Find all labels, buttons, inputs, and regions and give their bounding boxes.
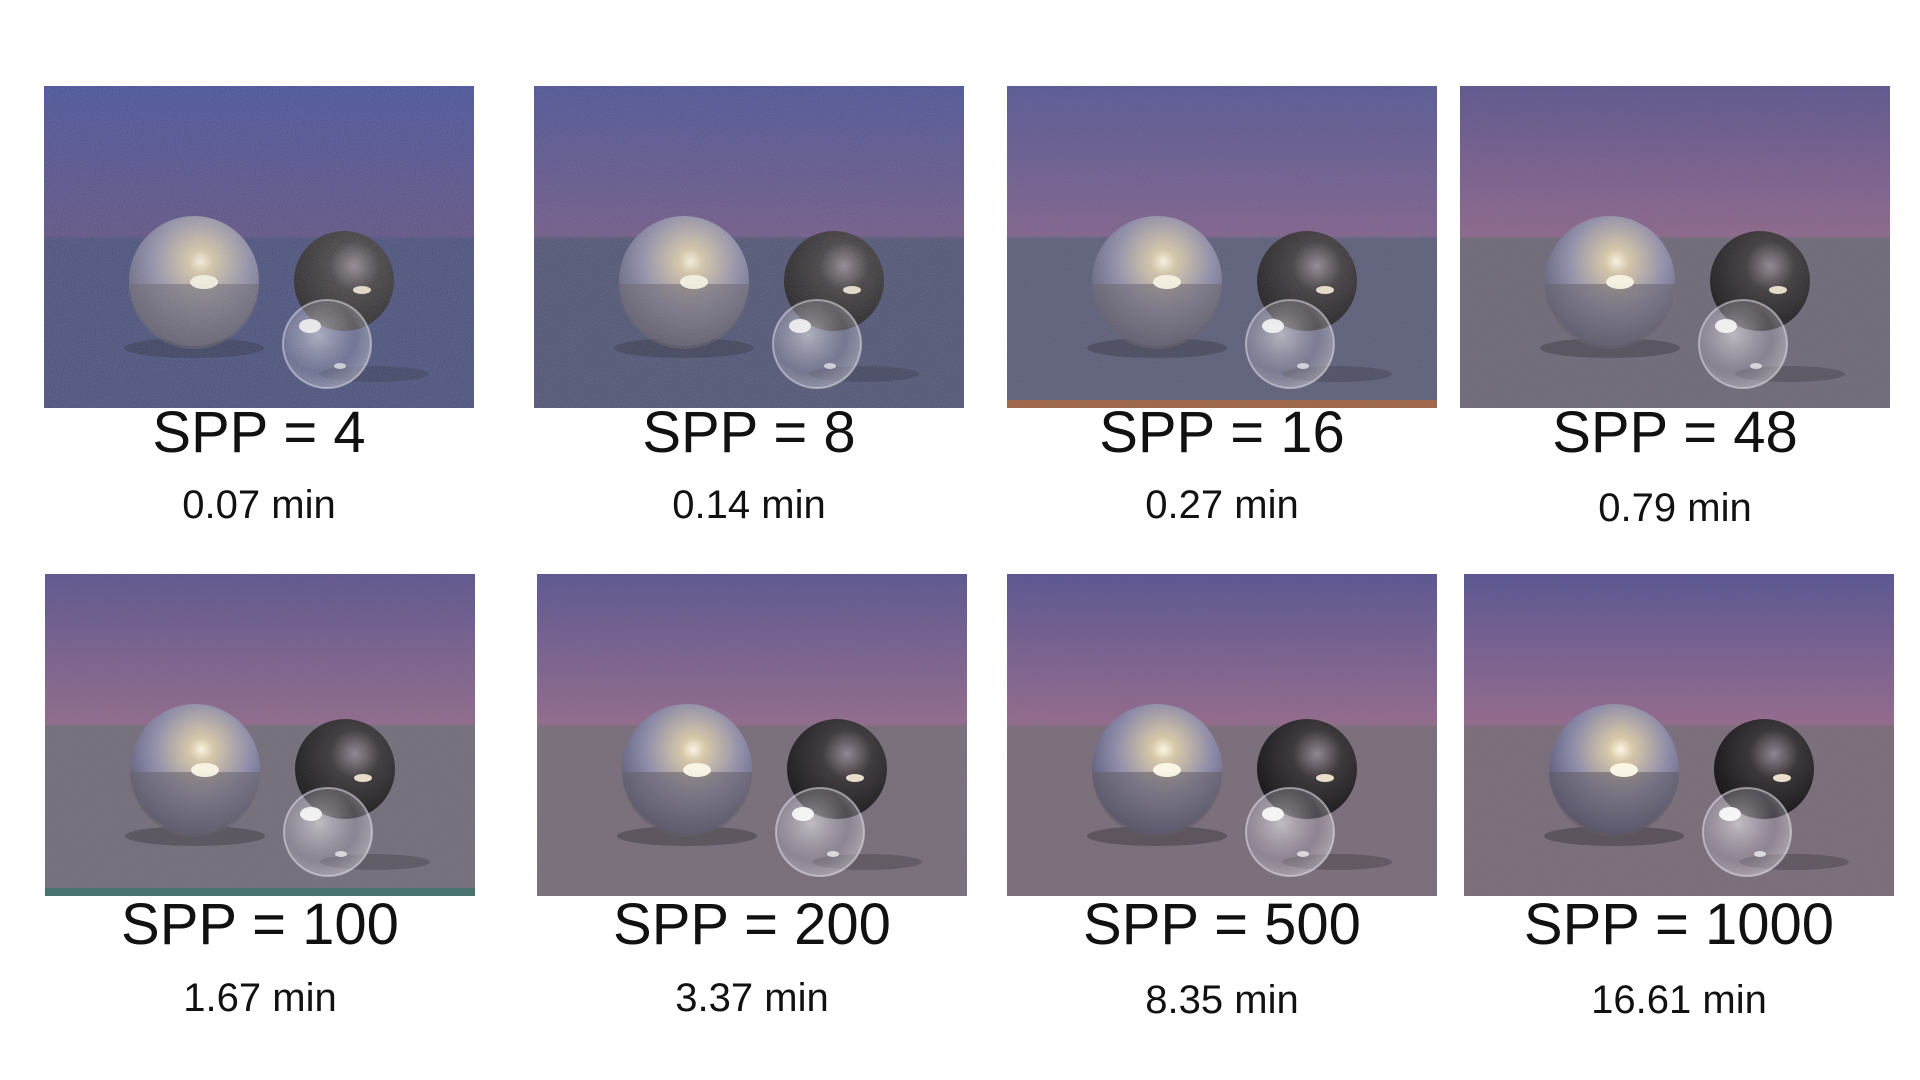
sampling-noise <box>1007 574 1437 896</box>
render-time-label: 0.14 min <box>672 483 826 527</box>
render-panel <box>537 574 967 896</box>
sky <box>1464 574 1894 726</box>
render-image <box>537 574 967 896</box>
spp-label: SPP = 500 <box>1083 892 1361 957</box>
sampling-noise <box>44 86 474 408</box>
render-panel <box>1460 86 1890 408</box>
render-image <box>534 86 964 408</box>
render-time-label: 0.79 min <box>1598 486 1752 530</box>
render-panel <box>1007 574 1437 896</box>
render-image <box>1007 574 1437 896</box>
sampling-noise <box>1007 86 1437 408</box>
render-time-label: 0.27 min <box>1145 483 1299 527</box>
sampling-noise <box>534 86 964 408</box>
render-panel <box>1007 86 1437 408</box>
render-image <box>1007 86 1437 408</box>
render-time-label: 1.67 min <box>183 976 337 1020</box>
sampling-noise <box>1464 574 1894 896</box>
sampling-noise <box>45 574 475 896</box>
sampling-noise <box>537 574 967 896</box>
spp-label: SPP = 200 <box>613 892 891 957</box>
render-image <box>1464 574 1894 896</box>
render-image <box>45 574 475 896</box>
render-time-label: 0.07 min <box>182 483 336 527</box>
spp-label: SPP = 16 <box>1099 400 1345 465</box>
spp-label: SPP = 100 <box>121 892 399 957</box>
render-image <box>1460 86 1890 408</box>
render-panel <box>534 86 964 408</box>
render-time-label: 16.61 min <box>1591 978 1767 1022</box>
spp-label: SPP = 1000 <box>1523 892 1835 957</box>
render-panel <box>44 86 474 408</box>
render-image <box>44 86 474 408</box>
spp-label: SPP = 48 <box>1552 400 1798 465</box>
render-panel <box>45 574 475 896</box>
render-time-label: 8.35 min <box>1145 978 1299 1022</box>
ground-plane <box>1464 724 1894 896</box>
render-time-label: 3.37 min <box>675 976 829 1020</box>
spp-label: SPP = 8 <box>642 400 856 465</box>
spp-label: SPP = 4 <box>152 400 366 465</box>
render-panel <box>1464 574 1894 896</box>
sampling-noise <box>1460 86 1890 408</box>
